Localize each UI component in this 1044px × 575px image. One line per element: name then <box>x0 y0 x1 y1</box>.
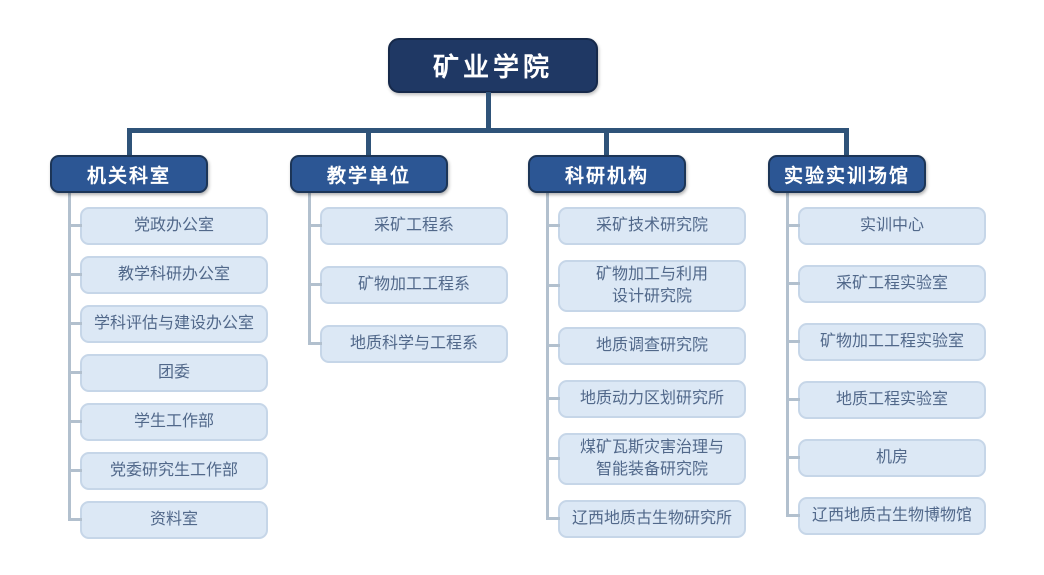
org-node-label: 辽西地质古生物博物馆 <box>811 507 972 524</box>
org-node-label: 团委 <box>157 364 190 381</box>
org-node-label: 煤矿瓦斯灾害治理与 智能装备研究院 <box>579 439 724 478</box>
connector-hangline <box>546 192 549 519</box>
branch-column-labs: 实验实训场馆 实训中心 采矿工程实验室 矿物加工工程实验室 地质工程实验室 机房… <box>768 155 986 535</box>
branch-header: 机关科室 <box>50 155 208 193</box>
connector-drop <box>127 128 132 157</box>
root-node-label: 矿业学院 <box>432 52 553 82</box>
org-node-label: 地质调查研究院 <box>595 337 708 354</box>
org-node: 资料室 <box>68 501 268 539</box>
org-node-label: 学生工作部 <box>133 413 214 430</box>
org-node-label: 地质动力区划研究所 <box>579 390 724 407</box>
org-node-label: 学科评估与建设办公室 <box>93 315 254 332</box>
org-node-label: 资料室 <box>149 511 198 528</box>
org-node: 矿物加工与利用 设计研究院 <box>546 260 746 312</box>
org-node-label: 党政办公室 <box>133 217 214 234</box>
org-node-label: 采矿工程实验室 <box>835 275 948 292</box>
org-node-label: 实训中心 <box>859 217 924 234</box>
connector-trunk <box>486 92 491 132</box>
org-node: 地质科学与工程系 <box>308 325 508 363</box>
org-node: 矿物加工工程系 <box>308 266 508 304</box>
org-node-label: 矿物加工工程系 <box>357 276 470 293</box>
org-node-label: 矿物加工工程实验室 <box>819 333 964 350</box>
connector-rail <box>127 128 848 133</box>
org-node: 采矿技术研究院 <box>546 207 746 245</box>
org-node: 学科评估与建设办公室 <box>68 305 268 343</box>
org-node: 地质动力区划研究所 <box>546 380 746 418</box>
connector-hangline <box>68 192 71 520</box>
org-node-label: 采矿技术研究院 <box>595 217 708 234</box>
org-node-label: 矿物加工与利用 设计研究院 <box>595 266 708 305</box>
connector-drop <box>604 128 609 157</box>
org-node: 地质工程实验室 <box>786 381 986 419</box>
org-node-label: 地质工程实验室 <box>835 391 948 408</box>
org-node: 矿物加工工程实验室 <box>786 323 986 361</box>
org-node-label: 采矿工程系 <box>373 217 454 234</box>
org-node: 团委 <box>68 354 268 392</box>
branch-column-teaching: 教学单位 采矿工程系 矿物加工工程系 地质科学与工程系 <box>290 155 508 363</box>
org-node: 采矿工程系 <box>308 207 508 245</box>
org-node: 实训中心 <box>786 207 986 245</box>
org-node-label: 辽西地质古生物研究所 <box>571 510 732 527</box>
branch-column-offices: 机关科室 党政办公室 教学科研办公室 学科评估与建设办公室 团委 学生工作部 党… <box>50 155 268 539</box>
branch-column-research: 科研机构 采矿技术研究院 矿物加工与利用 设计研究院 地质调查研究院 地质动力区… <box>528 155 746 538</box>
branch-header: 实验实训场馆 <box>768 155 926 193</box>
org-node-label: 党委研究生工作部 <box>109 462 238 479</box>
org-node-label: 教学科研办公室 <box>117 266 230 283</box>
root-node: 矿业学院 <box>388 38 598 93</box>
connector-hangline <box>786 192 789 516</box>
org-node: 党委研究生工作部 <box>68 452 268 490</box>
org-node-label: 机房 <box>875 449 908 466</box>
org-node: 学生工作部 <box>68 403 268 441</box>
connector-hangline <box>308 192 311 344</box>
branch-header: 教学单位 <box>290 155 448 193</box>
org-node: 采矿工程实验室 <box>786 265 986 303</box>
org-node: 教学科研办公室 <box>68 256 268 294</box>
org-node: 煤矿瓦斯灾害治理与 智能装备研究院 <box>546 433 746 485</box>
org-node: 地质调查研究院 <box>546 327 746 365</box>
connector-drop <box>366 128 371 157</box>
org-node: 机房 <box>786 439 986 477</box>
org-node: 辽西地质古生物研究所 <box>546 500 746 538</box>
connector-drop <box>844 128 849 157</box>
org-node: 辽西地质古生物博物馆 <box>786 497 986 535</box>
branch-header: 科研机构 <box>528 155 686 193</box>
org-node: 党政办公室 <box>68 207 268 245</box>
org-node-label: 地质科学与工程系 <box>349 335 478 352</box>
